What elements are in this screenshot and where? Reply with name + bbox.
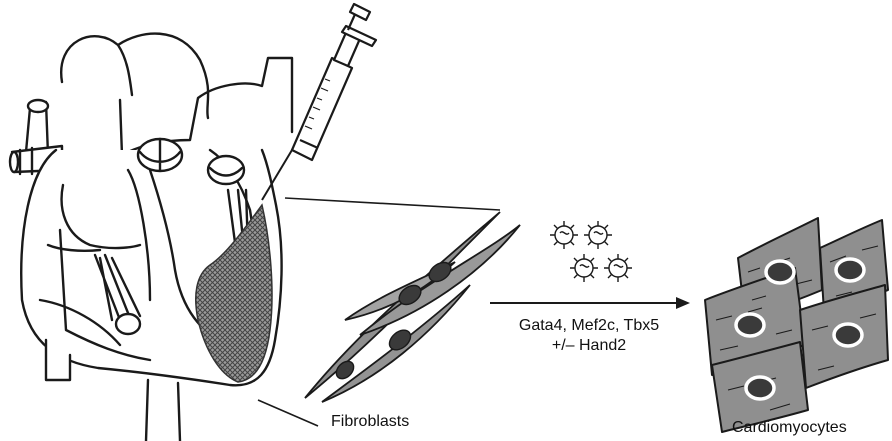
nucleus — [766, 261, 794, 283]
virus-icon — [570, 254, 598, 282]
syringe-icon — [262, 4, 376, 200]
factors-label: Gata4, Mef2c, Tbx5 — [489, 317, 689, 335]
cardiomyocytes-label: Cardiomyocytes — [732, 419, 847, 437]
nucleus — [746, 377, 774, 399]
virus-icon — [604, 254, 632, 282]
virus-group — [550, 221, 632, 282]
nucleus — [736, 314, 764, 336]
nucleus — [834, 324, 862, 346]
virus-icon — [584, 221, 612, 249]
conversion-arrow — [490, 297, 690, 309]
fibroblast-group — [305, 212, 520, 402]
cardiomyocyte-group — [705, 218, 888, 432]
nucleus — [386, 326, 415, 354]
nucleus — [836, 259, 864, 281]
virus-icon — [550, 221, 578, 249]
fibroblasts-label: Fibroblasts — [331, 413, 409, 431]
factors-label-optional: +/– Hand2 — [489, 337, 689, 355]
zoom-lines — [258, 198, 500, 426]
